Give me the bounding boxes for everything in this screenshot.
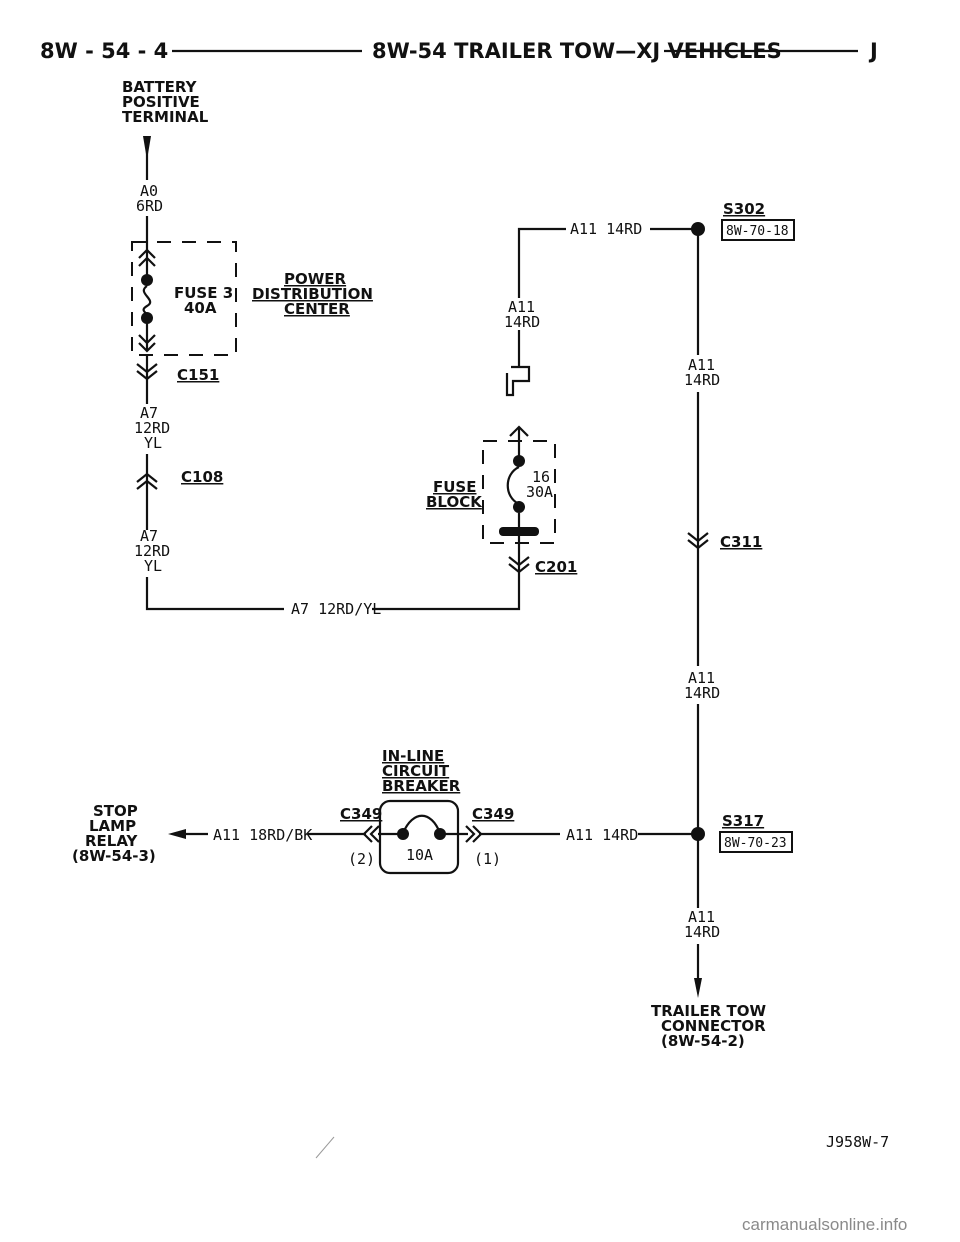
fuse3-bottom-node xyxy=(141,312,153,324)
c349-right-label: C349 xyxy=(472,805,514,823)
battery-label-line2: POSITIVE xyxy=(122,93,200,111)
power-distribution-center: FUSE 3 40A POWER DISTRIBUTION CENTER xyxy=(131,241,373,356)
c108-label: C108 xyxy=(181,468,223,486)
fuse16-top-node xyxy=(513,455,525,467)
page-header: 8W - 54 - 4 8W-54 TRAILER TOW—XJ VEHICLE… xyxy=(40,39,878,63)
fuse-block-busbar-icon xyxy=(499,527,539,536)
c201-label: C201 xyxy=(535,558,577,576)
wire-a11-trailer-gauge: 14RD xyxy=(684,923,720,941)
splice-s302-ref-box xyxy=(721,219,795,241)
breaker-to-s317: A11 14RD xyxy=(479,826,698,844)
breaker-to-s317-wire-label: A11 14RD xyxy=(566,826,638,844)
fuse3-label: FUSE 3 xyxy=(174,284,233,302)
c349-right-connector-icon xyxy=(465,825,483,843)
watermark: carmanualsonline.info xyxy=(742,1215,907,1234)
breaker-label-line3: BREAKER xyxy=(382,777,461,795)
wire-a7-gauge-1: 12RD xyxy=(134,419,170,437)
fuse-block-label-line1: FUSE xyxy=(433,478,476,496)
splice-s302-name: S302 xyxy=(723,200,765,218)
splice-s302: S302 8W-70-18 xyxy=(691,200,795,241)
wire-a7-code-2: A7 xyxy=(140,527,158,545)
pdc-dashed-box xyxy=(131,241,237,356)
splice-s317: S317 8W-70-23 xyxy=(691,812,793,853)
fuse3-top-node xyxy=(141,274,153,286)
wire-a11-fuse-gauge: 14RD xyxy=(504,313,540,331)
splice-s317-node xyxy=(691,827,705,841)
wire-a11-right-code-1: A11 xyxy=(688,356,715,374)
pdc-label-line3: CENTER xyxy=(284,300,350,318)
pdc-label-line2: DISTRIBUTION xyxy=(252,285,373,303)
wire-a7-color-2: YL xyxy=(144,557,162,575)
fuse3-rating: 40A xyxy=(184,299,217,317)
c311-label: C311 xyxy=(720,533,762,551)
c349-left-pin: (2) xyxy=(348,850,375,868)
stop-lamp-relay: STOP LAMP RELAY (8W-54-3) A11 18RD/BK xyxy=(72,802,366,865)
wire-a11-fuse-upper xyxy=(517,227,566,298)
stop-lamp-label-line4: (8W-54-3) xyxy=(72,847,156,865)
wire-a0-gauge: 6RD xyxy=(136,197,163,215)
fuse16-rating: 30A xyxy=(526,483,553,501)
fuse-block-label-line2: BLOCK xyxy=(426,493,483,511)
wire-a7-code-1: A7 xyxy=(140,404,158,422)
stop-lamp-arrow-icon xyxy=(168,829,186,839)
c108-connector-icon xyxy=(136,472,158,490)
fuse16-element-icon xyxy=(506,466,520,505)
battery-label-line1: BATTERY xyxy=(122,78,198,96)
fuse-block-connector-symbol-icon xyxy=(505,365,531,397)
pdc-terminal-bottom-icon xyxy=(138,334,156,353)
c311-connector-icon xyxy=(687,532,709,550)
wire-a11-right-gauge-2: 14RD xyxy=(684,684,720,702)
battery-arrow-icon xyxy=(143,136,151,160)
splice-s317-ref: 8W-70-23 xyxy=(724,836,787,851)
stop-lamp-wire-label: A11 18RD/BK xyxy=(213,826,312,844)
scan-mark xyxy=(315,1136,335,1159)
trailer-label-line1: TRAILER TOW xyxy=(651,1002,767,1020)
inline-circuit-breaker: IN-LINE CIRCUIT BREAKER 10A C349 C349 (2… xyxy=(340,747,514,875)
wire-a7-bottom-label: A7 12RD/YL xyxy=(291,600,381,618)
fuse3-element-icon xyxy=(142,285,152,317)
c151-label: C151 xyxy=(177,366,219,384)
fuse16-number: 16 xyxy=(532,468,550,486)
wire-a0-code: A0 xyxy=(140,182,158,200)
stop-lamp-label-line3: RELAY xyxy=(85,832,139,850)
trailer-label-line2: CONNECTOR xyxy=(661,1017,766,1035)
trailer-arrow-icon xyxy=(694,978,702,998)
wire-a11-fuse-code: A11 xyxy=(508,298,535,316)
splice-s317-ref-box xyxy=(719,831,793,853)
c349-left-label: C349 xyxy=(340,805,382,823)
breaker-rating: 10A xyxy=(406,846,433,864)
fuse16-bottom-node xyxy=(513,501,525,513)
stop-lamp-label-line1: STOP xyxy=(93,802,138,820)
breaker-body xyxy=(378,799,460,875)
c349-right-pin: (1) xyxy=(474,850,501,868)
breaker-element-icon xyxy=(401,814,442,834)
breaker-label-line1: IN-LINE xyxy=(382,747,444,765)
right-run-a11: A11 14RD C311 A11 14RD xyxy=(684,229,762,908)
wire-a11-right-code-2: A11 xyxy=(688,669,715,687)
figure-id: J958W-7 xyxy=(826,1133,889,1151)
pdc-label-line1: POWER xyxy=(284,270,347,288)
left-branch-a7: A7 12RD YL C108 A7 12RD YL A7 12RD/YL xyxy=(134,404,521,618)
section-letter: J xyxy=(868,39,878,63)
connector-c151: C151 xyxy=(136,355,219,404)
stop-lamp-label-line2: LAMP xyxy=(89,817,136,835)
battery-positive-terminal: BATTERY POSITIVE TERMINAL A0 6RD xyxy=(122,78,209,250)
wire-a7-color-1: YL xyxy=(144,434,162,452)
battery-label-line3: TERMINAL xyxy=(122,108,209,126)
splice-s317-name: S317 xyxy=(722,812,764,830)
c349-left-connector-icon xyxy=(362,825,380,843)
wire-a7-bottom-right xyxy=(372,574,521,611)
trailer-label-line3: (8W-54-2) xyxy=(661,1032,745,1050)
wire-a7-bottom-left xyxy=(145,577,284,611)
trailer-tow-connector: A11 14RD TRAILER TOW CONNECTOR (8W-54-2) xyxy=(651,908,767,1050)
page-number: 8W - 54 - 4 xyxy=(40,39,168,63)
splice-s302-ref: 8W-70-18 xyxy=(726,224,789,239)
breaker-label-line2: CIRCUIT xyxy=(382,762,450,780)
wire-a7-gauge-2: 12RD xyxy=(134,542,170,560)
wire-a11-trailer-code: A11 xyxy=(688,908,715,926)
wire-a11-right-gauge-1: 14RD xyxy=(684,371,720,389)
fuse-block: 16 30A FUSE BLOCK C201 A11 14RD A11 14RD xyxy=(426,220,698,576)
top-wire-label: A11 14RD xyxy=(570,220,642,238)
